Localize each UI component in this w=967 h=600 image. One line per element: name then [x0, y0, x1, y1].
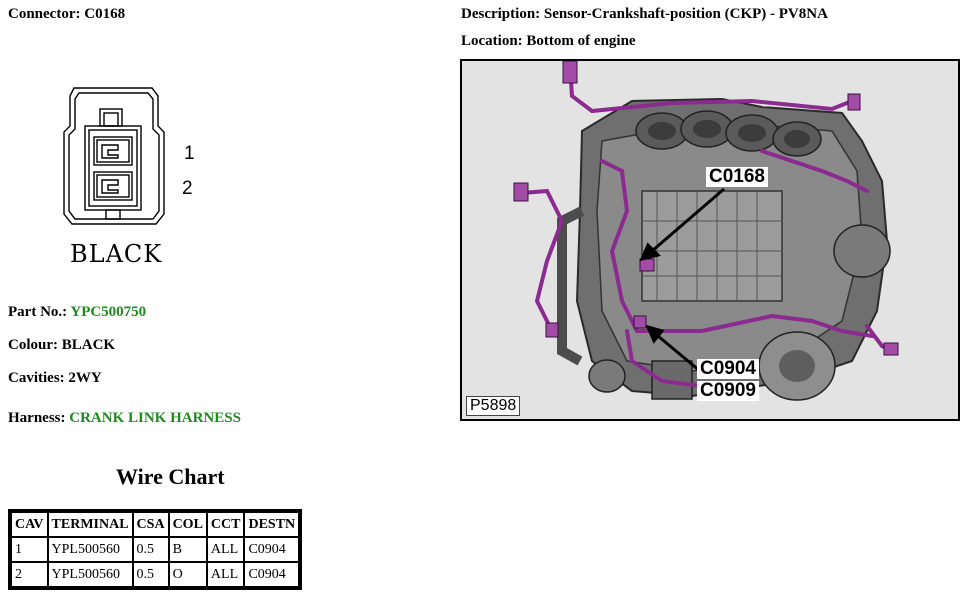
cell-destn: C0904 [244, 562, 300, 587]
harness-label: Harness: [8, 410, 66, 426]
cell-terminal: YPL500560 [47, 537, 133, 562]
description-value: Sensor-Crankshaft-position (CKP) - PV8NA [543, 6, 828, 22]
cell-cav: 2 [11, 562, 48, 587]
engine-location-figure: C0168 C0904 C0909 P5898 [460, 59, 960, 421]
connector-value: C0168 [84, 6, 126, 22]
harness-link[interactable]: CRANK LINK HARNESS [69, 410, 241, 426]
callout-c0904: C0904 [697, 359, 759, 379]
location-value: Bottom of engine [526, 33, 636, 49]
part-no-link[interactable]: YPC500750 [70, 304, 147, 320]
cell-csa: 0.5 [132, 537, 169, 562]
cell-destn: C0904 [244, 537, 300, 562]
header-col: COL [168, 512, 207, 537]
cell-terminal: YPL500560 [47, 562, 133, 587]
table-header-row: CAV TERMINAL CSA COL CCT DESTN [11, 512, 300, 537]
connector-field: Connector: C0168 [8, 6, 125, 23]
colour-field: Colour: BLACK [8, 337, 115, 354]
header-cav: CAV [11, 512, 48, 537]
location-field: Location: Bottom of engine [461, 33, 636, 50]
connector-face-drawing: 1 2 BLACK [63, 87, 195, 268]
description-label: Description: [461, 6, 541, 22]
cell-cct: ALL [206, 537, 245, 562]
callout-c0168: C0168 [706, 167, 768, 187]
cavities-field: Cavities: 2WY [8, 370, 102, 387]
figure-reference: P5898 [466, 396, 521, 416]
colour-value: BLACK [61, 337, 116, 353]
engine-illustration [462, 61, 958, 419]
header-csa: CSA [132, 512, 169, 537]
header-terminal: TERMINAL [47, 512, 133, 537]
header-cct: CCT [206, 512, 245, 537]
connector-label: Connector: [8, 6, 81, 22]
cavities-value: 2WY [68, 370, 102, 386]
table-row: 1 YPL500560 0.5 B ALL C0904 [11, 537, 300, 562]
part-no-field: Part No.: YPC500750 [8, 304, 146, 321]
part-no-label: Part No.: [8, 304, 68, 320]
pin-1-label: 1 [184, 143, 195, 164]
connector-colour-label: BLACK [70, 240, 162, 268]
table-row: 2 YPL500560 0.5 O ALL C0904 [11, 562, 300, 587]
colour-label: Colour: [8, 337, 58, 353]
cell-cav: 1 [11, 537, 48, 562]
cell-col: O [168, 562, 207, 587]
cell-csa: 0.5 [132, 562, 169, 587]
callout-c0909: C0909 [697, 381, 759, 401]
description-field: Description: Sensor-Crankshaft-position … [461, 6, 828, 23]
harness-field: Harness: CRANK LINK HARNESS [8, 410, 241, 427]
cavities-label: Cavities: [8, 370, 65, 386]
header-destn: DESTN [244, 512, 300, 537]
pin-2-label: 2 [182, 178, 193, 199]
cell-cct: ALL [206, 562, 245, 587]
wire-chart-table: CAV TERMINAL CSA COL CCT DESTN 1 YPL5005… [8, 509, 303, 590]
cell-col: B [168, 537, 207, 562]
wire-chart-title: Wire Chart [116, 464, 225, 489]
location-label: Location: [461, 33, 523, 49]
